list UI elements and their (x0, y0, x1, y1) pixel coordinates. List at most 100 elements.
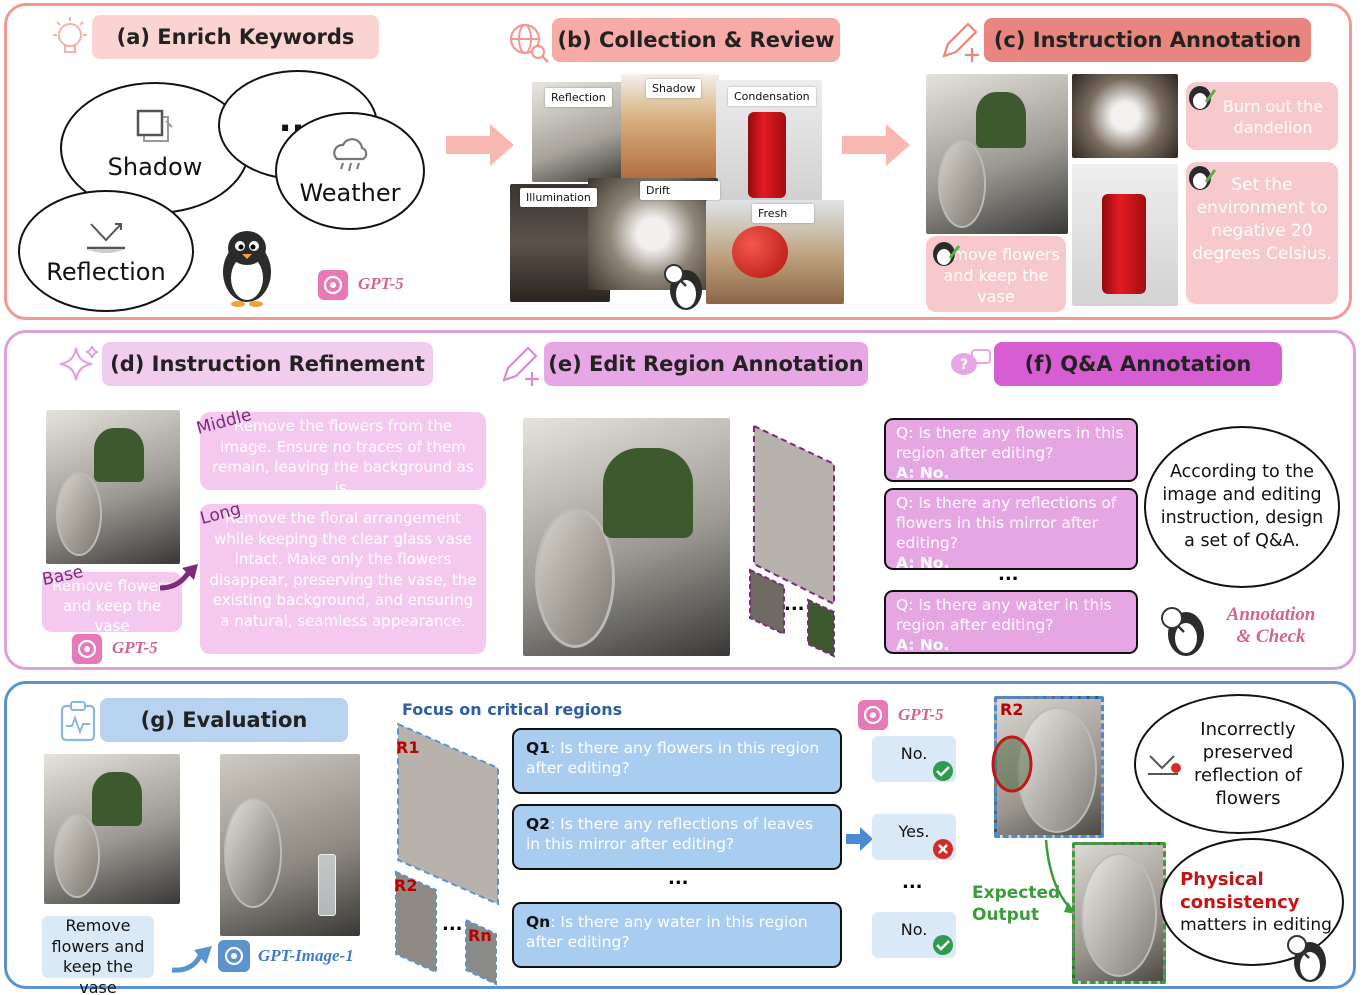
tag-shadow: Shadow (646, 79, 702, 98)
reflection-label: Reflection (46, 258, 166, 286)
bubble-annotation: According to the image and editing instr… (1144, 426, 1340, 588)
question-dots: ... (668, 868, 689, 889)
tag-illumination: Illumination (520, 188, 597, 207)
q2-id: Q2 (526, 815, 550, 833)
qn-id: Qn (526, 913, 551, 931)
penguin-mascot-icon (223, 231, 271, 307)
instruction-card: Remove flowers and keep the vase (42, 916, 154, 995)
tag-drift: Drift (640, 181, 720, 200)
gpt5-label-d: GPT-5 (112, 638, 158, 657)
card-middle: Remove the flowers from the image. Ensur… (200, 412, 486, 497)
annotation-check-line1: Annotation (1226, 604, 1316, 625)
pen-plus-icon-2 (502, 346, 539, 386)
bubble-reflection: Reflection (18, 190, 194, 312)
tag-condensation: Condensation (728, 87, 816, 106)
region-label-r2: R2 (394, 876, 418, 895)
phys-line1: Physical (1180, 868, 1264, 890)
question-card-3: Qn: Is there any water in this region af… (512, 902, 842, 968)
region-label-r1: R1 (396, 738, 420, 757)
shadow-icon (136, 109, 173, 142)
cross-icon (933, 839, 953, 859)
check-icon-2 (933, 935, 953, 955)
expected-line1: Expected (972, 883, 1061, 903)
curved-arrow-blue-icon (171, 946, 212, 973)
clipboard-pulse-icon (60, 701, 96, 742)
region-dots-g: ... (442, 914, 463, 935)
panel-e-title: (e) Edit Region Annotation (544, 342, 868, 386)
openai-logo-icon (318, 270, 348, 300)
photo-vase-d (46, 410, 180, 564)
photo-edited-g (220, 754, 360, 936)
penguin-magnifier-icon-2 (1287, 935, 1326, 982)
pen-plus-icon (942, 22, 979, 62)
penguin-search-icon (664, 264, 702, 310)
card-long-text: Remove the floral arrangement while keep… (209, 509, 477, 630)
penguin-pencil-icon-3 (933, 242, 960, 266)
card-remove-flowers-text: Remove flowers and keep the vase (932, 245, 1060, 306)
qa-card-3: Q: Is there any water in this region aft… (884, 590, 1138, 654)
region-crops-g (395, 722, 499, 986)
qa-2-question: Q: Is there any reflections of flowers i… (896, 494, 1117, 552)
region-dots: ... (784, 594, 805, 615)
expected-output-label: Expected Output (972, 882, 1060, 926)
bubble-incorrect: Incorrectly preserved reflection of flow… (1134, 694, 1344, 834)
instruction-text: Remove flowers and keep the vase (51, 916, 145, 995)
photo-vase-c (926, 74, 1068, 234)
photo-dandelion (1072, 74, 1178, 158)
panel-g-title: (g) Evaluation (100, 698, 348, 742)
openai-logo-icon-3 (218, 940, 250, 972)
qa-2-answer: A: No. (896, 554, 950, 572)
highlight-ring (991, 735, 1033, 793)
middle-panel (4, 330, 1356, 670)
question-card-1: Q1: Is there any flowers in this region … (512, 728, 842, 794)
arrow-right-blue-icon (846, 827, 873, 851)
shadow-label: Shadow (107, 153, 203, 181)
phys-line3: matters in editing (1180, 914, 1332, 935)
card-dandelion-text: Burn out the dandelion (1222, 97, 1324, 137)
answer-1: No. (872, 736, 956, 782)
gpt-image-label: GPT-Image-1 (258, 946, 354, 965)
card-environment-text: Set the environment to negative 20 degre… (1192, 175, 1332, 264)
qn-text: : Is there any water in this region afte… (526, 913, 808, 951)
card-environment: Set the environment to negative 20 degre… (1186, 162, 1338, 304)
answer-2-text: Yes. (898, 822, 930, 841)
phys-line2: consistency (1180, 891, 1300, 913)
lightbulb-icon (53, 17, 87, 53)
answer-3-text: No. (900, 920, 928, 939)
q1-text: : Is there any flowers in this region af… (526, 739, 820, 777)
tag-reflection: Reflection (545, 88, 612, 107)
openai-logo-icon-2 (72, 634, 102, 664)
card-base: Remove flowers and keep the vase (42, 572, 182, 635)
crop-expected (1072, 842, 1166, 984)
panel-f-title: (f) Q&A Annotation (994, 342, 1282, 386)
panel-a-title: (a) Enrich Keywords (92, 15, 379, 59)
gpt5-label-g: GPT-5 (898, 705, 944, 724)
annotation-check-line2: & Check (1236, 626, 1306, 647)
bubble-weather: Weather (275, 112, 425, 230)
svg-text:?: ? (960, 357, 968, 373)
region-crops (749, 424, 835, 658)
qa-card-1: Q: Is there any flowers in this region a… (884, 418, 1138, 482)
answer-dots: ... (902, 872, 923, 893)
answer-2: Yes. (872, 814, 956, 860)
globe-search-icon (509, 23, 549, 63)
photo-vase-g (44, 754, 180, 904)
photo-can (1072, 164, 1178, 306)
bubble-annotation-text: According to the image and editing instr… (1160, 462, 1324, 551)
check-icon (933, 761, 953, 781)
sparkle-icon (59, 345, 99, 381)
qa-1-answer: A: No. (896, 464, 950, 482)
panel-c-title: (c) Instruction Annotation (984, 18, 1311, 62)
q2-text: : Is there any reflections of leaves in … (526, 815, 814, 853)
qa-dots: ... (998, 564, 1019, 585)
curved-arrow-icon (159, 564, 198, 591)
openai-logo-icon-4 (858, 700, 888, 730)
penguin-pencil-icon-2 (1189, 166, 1216, 190)
question-card-2: Q2: Is there any reflections of leaves i… (512, 804, 842, 870)
answer-1-text: No. (900, 744, 928, 763)
card-base-text: Remove flowers and keep the vase (52, 577, 172, 635)
gpt5-label-a: GPT-5 (358, 274, 404, 293)
weather-label: Weather (299, 179, 401, 207)
qa-1-question: Q: Is there any flowers in this region a… (896, 424, 1124, 462)
arrow-right-icon (446, 124, 514, 166)
